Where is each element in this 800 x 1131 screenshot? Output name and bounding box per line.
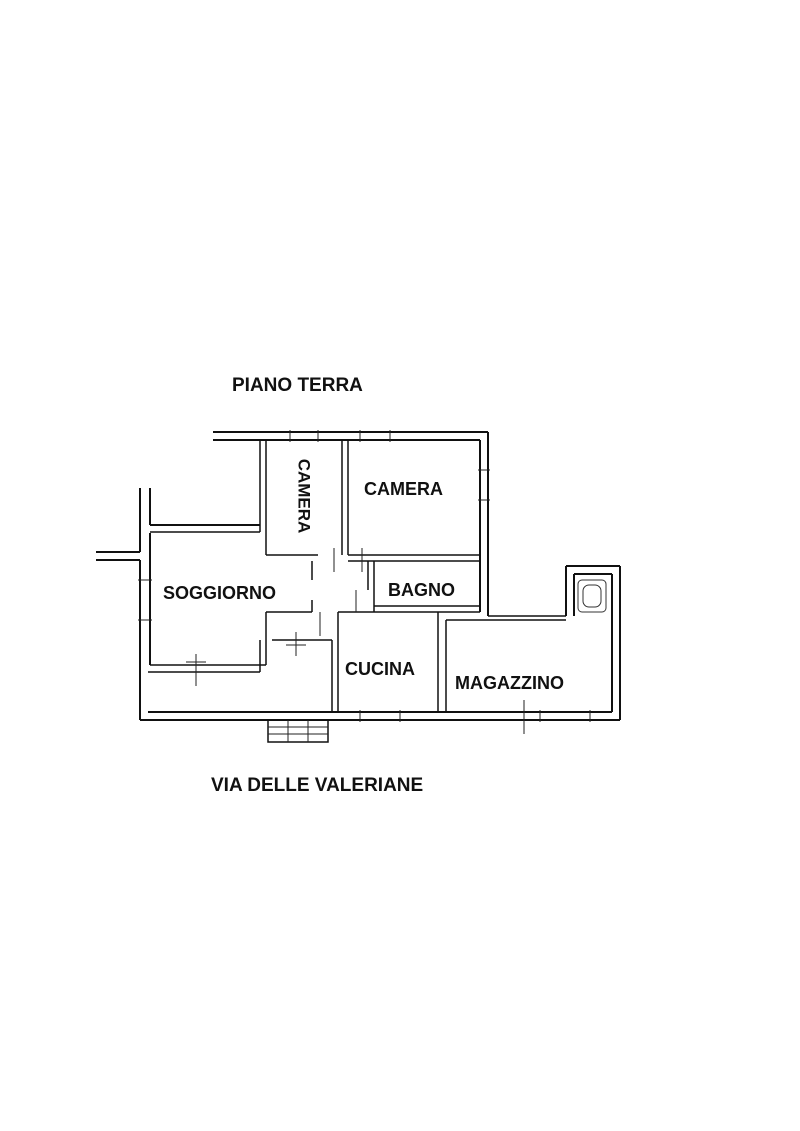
room-label-magazzino: MAGAZZINO — [455, 673, 564, 693]
room-label-camera-small: CAMERA — [294, 458, 314, 534]
room-label-camera-large: CAMERA — [364, 479, 443, 499]
room-label-soggiorno: SOGGIORNO — [163, 583, 277, 603]
entrance-steps — [267, 719, 329, 743]
street-label: VIA DELLE VALERIANE — [211, 775, 424, 796]
interior-walls — [148, 440, 566, 712]
room-label-bagno: BAGNO — [388, 580, 455, 600]
floor-title: PIANO TERRA — [232, 375, 363, 396]
bathtub-fixture — [577, 579, 607, 613]
door-marks — [186, 548, 525, 734]
room-label-cucina: CUCINA — [345, 659, 415, 679]
window-marks — [138, 430, 591, 722]
